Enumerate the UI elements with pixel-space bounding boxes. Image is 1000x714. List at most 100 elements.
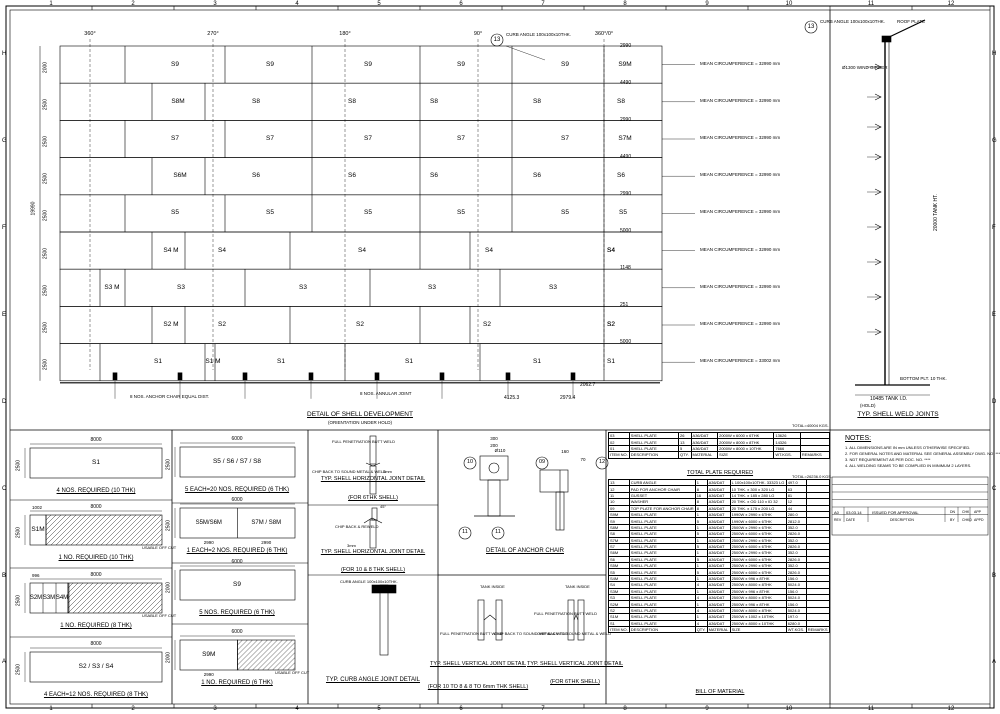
plate-outline xyxy=(179,446,296,478)
detail-tag: 11 xyxy=(462,529,468,535)
vertical-joint-sub: (FOR 10 TO 8 & 8 TO 6mm THK SHELL) xyxy=(427,684,529,690)
bom-cell: CURB ANGLE xyxy=(628,478,696,487)
plate-label-S8M: S8M xyxy=(171,97,185,105)
offcut-label: USABLE OFF CUT xyxy=(275,670,310,675)
anchor-chair-title: DETAIL OF ANCHOR CHAIR xyxy=(485,548,565,554)
plate-height-dim: 2000 xyxy=(165,581,172,594)
grid-row-label-right: D xyxy=(992,398,997,405)
grid-col-label-top: 6 xyxy=(459,1,463,7)
angle-label: 90° xyxy=(473,31,483,37)
detail-note: FULL PENETRATION BUTT WELD xyxy=(440,631,504,636)
bom-cell xyxy=(805,498,831,506)
offcut-hatch xyxy=(45,514,163,546)
cut-dim: 2990 xyxy=(261,540,272,545)
plate-height-dim: 2500 xyxy=(165,519,172,532)
cut-plan-caption: 4 EACH=12 NOS. REQUIRED (8 THK) xyxy=(43,692,149,698)
rev-header: BY xyxy=(950,518,955,522)
plate-width-dim: 6000 xyxy=(231,497,243,503)
chair-dim: Ø110 xyxy=(494,448,506,453)
detail-note: CHIP BACK & REWELD xyxy=(335,524,379,529)
plate-label-S8: S8 xyxy=(533,97,541,105)
bom-cell: SIZE xyxy=(729,625,787,634)
angle-label: 270° xyxy=(207,31,219,37)
grid-col-label-top: 4 xyxy=(295,1,299,7)
hj10-weld xyxy=(363,517,383,524)
bom-cell: MATERIAL xyxy=(690,451,719,459)
joint-detail-title: TYP. SHELL HORIZONTAL JOINT DETAIL xyxy=(320,476,426,482)
chair-dim: 200 xyxy=(490,443,498,448)
plate-label-S7: S7 xyxy=(266,135,274,142)
plate-label-S1: S1 xyxy=(154,358,162,366)
curb-tag-circle-2 xyxy=(804,20,818,34)
grid-col-label-bottom: 4 xyxy=(295,706,299,712)
anchor-chair-gusset xyxy=(487,479,501,517)
plate-label-S1: S1 xyxy=(533,358,541,366)
grid-col-label-bottom: 8 xyxy=(623,706,627,712)
plate-label-S2: S2 xyxy=(218,321,226,328)
hj6-plate-top xyxy=(369,435,377,465)
grid-row-label-left: H xyxy=(2,50,7,57)
detail-tag: 11 xyxy=(495,529,501,535)
vertical-joint-sub: (FOR 6THK SHELL) xyxy=(550,679,600,685)
plate-label-S1M: S1 M xyxy=(205,358,221,366)
cut-dim: 2990 xyxy=(203,672,214,677)
shell-development-title: DETAIL OF SHELL DEVELOPMENT xyxy=(307,411,413,418)
bom-cell: 20 THK. x OD 110 x ID 32 xyxy=(729,498,787,506)
plate-height-dim: 2500 xyxy=(15,526,22,539)
cut-plate-label: S3M xyxy=(42,595,56,601)
bom-cell: SIZE xyxy=(717,451,775,459)
rev-header: APPD xyxy=(974,518,984,522)
cut-plate-label: S1 xyxy=(92,459,100,466)
bom-cell: GUSSET xyxy=(628,491,696,500)
bom-cell: WASHER xyxy=(628,498,696,506)
anchor-chair-mark xyxy=(177,372,183,381)
plate-height-dim: 2000 xyxy=(165,651,172,664)
hj6-weld xyxy=(365,462,381,467)
plate-outline xyxy=(29,447,163,479)
grid-col-label-top: 9 xyxy=(705,1,709,7)
joint-detail-title: TYP. CURB ANGLE JOINT DETAIL xyxy=(325,677,421,683)
plate-label-S5: S5 xyxy=(171,209,179,217)
plate-label-S8: S8 xyxy=(348,97,356,105)
curb-shell xyxy=(379,584,389,656)
grid-row-label-left: G xyxy=(2,137,7,144)
cut-plan-caption: 1 NO. REQUIRED (8 THK) xyxy=(60,623,132,629)
anchor-chair-mark xyxy=(112,372,118,381)
detail-note: 3mm xyxy=(383,469,392,474)
rev-header: DN xyxy=(950,510,956,514)
bom-caption: BILL OF MATERIAL xyxy=(695,689,745,695)
detail-note: TANK INSIDE xyxy=(480,584,505,589)
angle-label: 360° xyxy=(84,31,96,37)
plate-height-dim: 2500 xyxy=(15,663,22,676)
bom-cell: QTY. xyxy=(694,625,708,634)
detail-tag: 09 xyxy=(538,459,546,465)
plate-height-dim: 2500 xyxy=(165,458,172,471)
title-block xyxy=(831,476,989,536)
hold-label: (HOLD) xyxy=(860,403,876,408)
mean-circumference-label: MEAN CIRCUMFERENCE = 32990 mm xyxy=(700,60,781,66)
roof-plate-label: ROOF PLATE xyxy=(897,19,926,24)
shell-development-subtitle: (ORIENTATION UNDER HOLD) xyxy=(327,420,393,425)
grid-col-label-bottom: 7 xyxy=(541,706,545,712)
note-line: 1. ALL DIMENSIONS ARE IN mm UNLESS OTHER… xyxy=(845,445,971,450)
cut-plate-label: S5M/S6M xyxy=(195,520,222,526)
bom-cell xyxy=(799,444,831,453)
bom-cell xyxy=(805,491,831,500)
curb-angle xyxy=(371,584,397,594)
plate-label-S3: S3 xyxy=(177,283,185,291)
plate-label-S5: S5 xyxy=(364,209,372,217)
plate-label-S9M: S9M xyxy=(618,60,632,68)
vertical-joint-title: TYP. SHELL VERTICAL JOINT DETAIL xyxy=(429,661,527,667)
grid-row-label-right: G xyxy=(992,137,997,144)
plate-height-dim: 2500 xyxy=(15,459,22,472)
course-height-dim: 2500 xyxy=(42,210,49,222)
tank-height-label: 20000 TANK HT. xyxy=(933,193,940,232)
